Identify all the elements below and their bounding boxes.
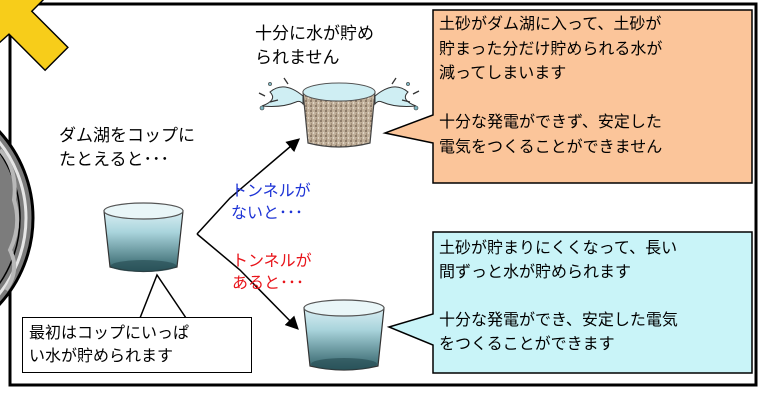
blue-callout-text: 土砂が貯まりにくくなって、長い 間ずっと水が貯められます 十分な発電ができ、安定… (439, 238, 678, 353)
left-note: ダム湖をコップに たとえると･･･ (59, 126, 195, 170)
no-tunnel-label: トンネルが ないと･･･ (231, 181, 311, 222)
orange-callout-text: 土砂がダム湖に入って、土砂が 貯まった分だけ貯められる水が 減ってしまいます 十… (439, 14, 663, 156)
with-tunnel-label: トンネルが あると･･･ (232, 251, 312, 292)
yellow-arrow-icon (0, 0, 69, 72)
cup-silted-overflow-icon (258, 77, 420, 148)
left-photo-edge (0, 130, 35, 306)
blue-callout-shape (386, 231, 753, 374)
orange-callout-shape (382, 9, 753, 184)
cup-initial-icon (103, 202, 184, 273)
top-note: 十分に水が貯め られません (255, 24, 374, 68)
bottom-left-note: 最初はコップにいっぱ い水が貯められます (22, 317, 252, 373)
arrow-to-full-cup (196, 233, 299, 330)
cup-tunnel-full-icon (303, 299, 385, 371)
arrow-to-silted-cup (196, 138, 301, 235)
